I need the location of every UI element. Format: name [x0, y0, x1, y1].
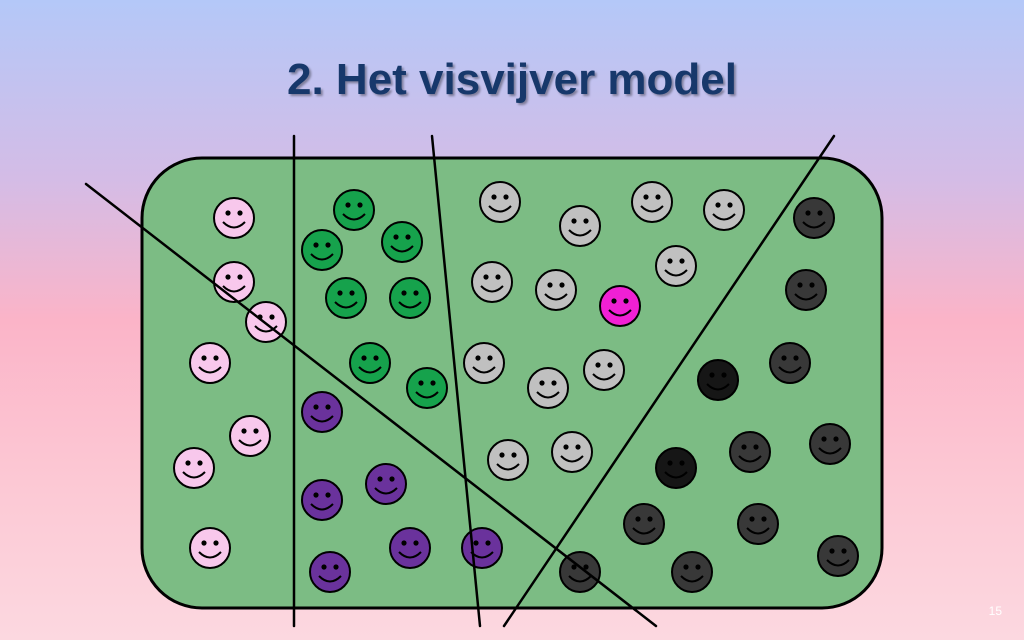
divider-line-diagonal: [84, 182, 658, 628]
slide-title: 2. Het visvijver model: [287, 55, 737, 104]
smiley-face-icon: [583, 349, 625, 391]
smiley-face-icon: [213, 261, 255, 303]
smiley-face-icon: [325, 277, 367, 319]
divider-line-rising: [502, 134, 836, 628]
smiley-face-icon: [309, 551, 351, 593]
smiley-face-icon: [559, 551, 601, 593]
smiley-face-icon: [487, 439, 529, 481]
smiley-face-icon: [301, 391, 343, 433]
smiley-face-icon: [389, 277, 431, 319]
smiley-face-icon: [213, 197, 255, 239]
smiley-face-icon: [559, 205, 601, 247]
smiley-face-icon: [527, 367, 569, 409]
smiley-face-icon: [793, 197, 835, 239]
smiley-face-icon: [389, 527, 431, 569]
smiley-face-icon: [406, 367, 448, 409]
smiley-face-icon: [229, 415, 271, 457]
smiley-face-icon: [463, 342, 505, 384]
smiley-face-icon: [189, 527, 231, 569]
smiley-face-icon: [729, 431, 771, 473]
smiley-face-icon: [381, 221, 423, 263]
smiley-face-icon: [697, 359, 739, 401]
smiley-face-icon: [817, 535, 859, 577]
smiley-face-icon: [535, 269, 577, 311]
page-number: 15: [988, 604, 1002, 618]
smiley-face-icon: [333, 189, 375, 231]
smiley-face-icon: [623, 503, 665, 545]
smiley-face-icon: [301, 229, 343, 271]
smiley-face-icon: [599, 285, 641, 327]
smiley-face-icon: [655, 447, 697, 489]
smiley-face-icon: [349, 342, 391, 384]
smiley-face-icon: [461, 527, 503, 569]
divider-line-slanted: [430, 134, 482, 628]
smiley-face-icon: [551, 431, 593, 473]
smiley-face-icon: [479, 181, 521, 223]
smiley-face-icon: [173, 447, 215, 489]
smiley-face-icon: [471, 261, 513, 303]
smiley-face-icon: [769, 342, 811, 384]
smiley-face-icon: [737, 503, 779, 545]
smiley-face-icon: [365, 463, 407, 505]
smiley-face-icon: [671, 551, 713, 593]
smiley-face-icon: [703, 189, 745, 231]
smiley-face-icon: [785, 269, 827, 311]
smiley-face-icon: [631, 181, 673, 223]
smiley-face-icon: [809, 423, 851, 465]
smiley-face-icon: [301, 479, 343, 521]
segment-divider-lines: [84, 134, 836, 628]
smiley-face-icon: [189, 342, 231, 384]
smiley-face-icon: [655, 245, 697, 287]
